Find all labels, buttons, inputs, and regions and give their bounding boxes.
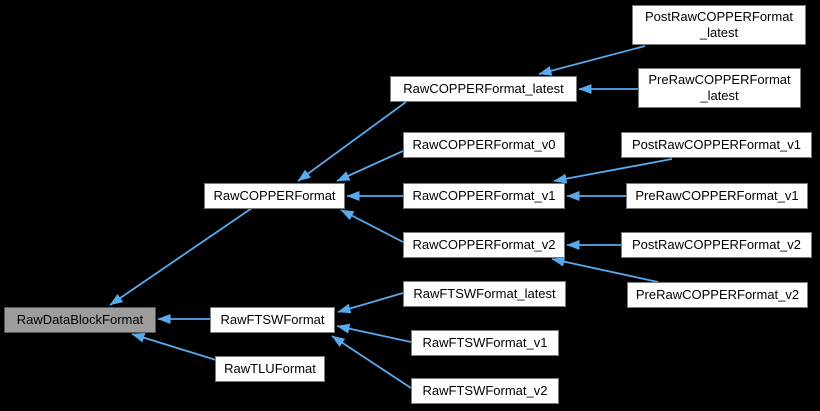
edge-RawCOPPERFormat_v0-to-RawCOPPERFormat [336,150,404,182]
node-RawCOPPERFormat[interactable]: RawCOPPERFormat [204,183,345,209]
node-RawCOPPERFormat_v1[interactable]: RawCOPPERFormat_v1 [403,183,565,209]
node-label: RawCOPPERFormat_v2 [412,237,556,252]
node-label: RawFTSWFormat_latest [413,286,556,301]
node-PostRawCOPPERFormat_latest[interactable]: PostRawCOPPERFormat_latest [632,5,806,45]
edge-PreRawCOPPERFormat_v2-to-RawCOPPERFormat_v2 [551,256,659,283]
node-RawFTSWFormat[interactable]: RawFTSWFormat [210,307,335,333]
node-PostRawCOPPERFormat_v2[interactable]: PostRawCOPPERFormat_v2 [621,232,812,258]
node-RawTLUFormat[interactable]: RawTLUFormat [215,356,325,382]
node-label: PostRawCOPPERFormat_v1 [631,137,802,152]
node-RawCOPPERFormat_v2[interactable]: RawCOPPERFormat_v2 [403,232,565,258]
edge-RawCOPPERFormat_v2-to-RawCOPPERFormat [340,209,404,243]
edge-RawFTSWFormat_v1-to-RawFTSWFormat [336,323,412,343]
node-label: RawDataBlockFormat [16,312,144,327]
node-label: PreRawCOPPERFormat_v2 [635,287,800,302]
edge-RawFTSWFormat_v2-to-RawFTSWFormat [331,335,412,389]
node-RawFTSWFormat_v1[interactable]: RawFTSWFormat_v1 [411,330,559,356]
node-RawDataBlockFormat: RawDataBlockFormat [4,307,156,333]
node-RawCOPPERFormat_latest[interactable]: RawCOPPERFormat_latest [390,76,577,102]
node-label: RawFTSWFormat [220,312,325,327]
node-label-line: _latest [700,88,739,103]
node-RawCOPPERFormat_v0[interactable]: RawCOPPERFormat_v0 [403,132,565,158]
node-label: RawFTSWFormat_v1 [422,335,548,350]
edge-RawFTSWFormat_latest-to-RawFTSWFormat [337,292,404,314]
node-PreRawCOPPERFormat_v2[interactable]: PreRawCOPPERFormat_v2 [627,282,808,308]
edge-RawCOPPERFormat_latest-to-RawCOPPERFormat [297,101,407,182]
edge-PostRawCOPPERFormat_v1-to-RawCOPPERFormat_v1 [553,158,673,184]
node-PostRawCOPPERFormat_v1[interactable]: PostRawCOPPERFormat_v1 [621,132,812,158]
node-PreRawCOPPERFormat_latest[interactable]: PreRawCOPPERFormat_latest [638,68,801,108]
edge-RawCOPPERFormat-to-RawDataBlockFormat [109,207,253,306]
node-label: RawCOPPERFormat_latest [403,81,564,96]
node-label-line: PreRawCOPPERFormat [648,72,791,87]
node-RawFTSWFormat_latest[interactable]: RawFTSWFormat_latest [403,281,566,307]
node-PreRawCOPPERFormat_v1[interactable]: PreRawCOPPERFormat_v1 [626,183,808,209]
node-label: PostRawCOPPERFormat_v2 [631,237,802,252]
node-label: RawCOPPERFormat_v0 [412,137,556,152]
node-label-line: PostRawCOPPERFormat [644,9,794,24]
node-label: RawCOPPERFormat [213,188,336,203]
node-label: RawTLUFormat [224,361,316,376]
node-RawFTSWFormat_v2[interactable]: RawFTSWFormat_v2 [411,378,559,404]
node-label: RawCOPPERFormat_v1 [412,188,556,203]
edge-PostRawCOPPERFormat_latest-to-RawCOPPERFormat_latest [538,45,646,76]
edge-RawTLUFormat-to-RawDataBlockFormat [131,332,217,361]
node-label-line: _latest [699,25,739,40]
node-label: PreRawCOPPERFormat_v1 [635,188,799,203]
node-label: RawFTSWFormat_v2 [422,383,548,398]
